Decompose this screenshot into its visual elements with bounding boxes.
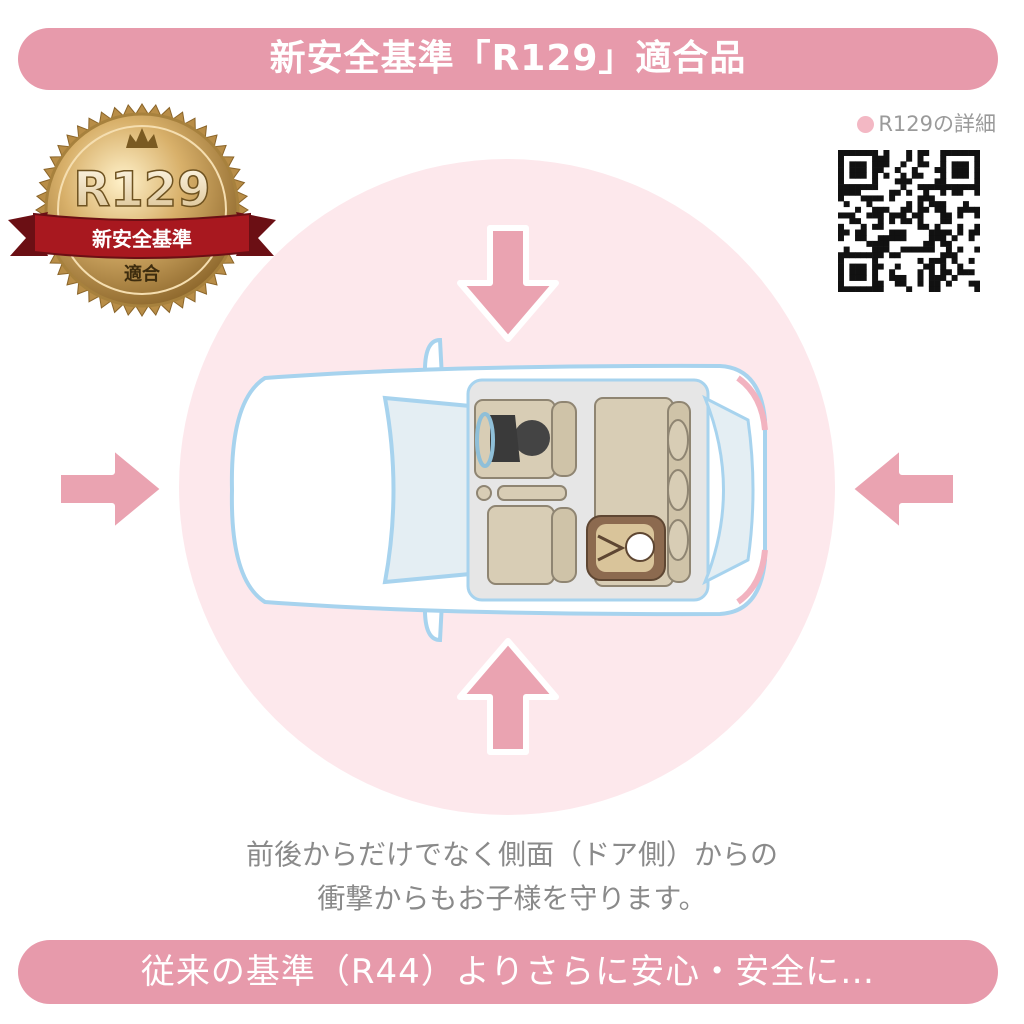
bottom-banner: 従来の基準（R44）よりさらに安心・安全に…	[18, 940, 998, 1004]
bullet-dot-icon	[857, 116, 875, 133]
caption: 前後からだけでなく側面（ドア側）からの 衝撃からもお子様を守ります。	[0, 833, 1024, 921]
caption-line-1: 前後からだけでなく側面（ドア側）からの	[245, 838, 778, 871]
r129-badge: R129 新安全基準 適合	[8, 103, 276, 317]
arrow-right-icon	[55, 443, 167, 535]
badge-sub-text: 適合	[124, 263, 161, 285]
child-icon	[625, 532, 655, 562]
qr-label: R129の詳細	[857, 108, 996, 138]
top-banner: 新安全基準「R129」適合品	[18, 28, 998, 90]
arrow-down-icon	[457, 225, 559, 342]
qr-label-text: R129の詳細	[878, 112, 996, 136]
car-top-view	[229, 337, 768, 643]
caption-line-2: 衝撃からもお子様を守ります。	[317, 882, 707, 915]
arrow-up-icon	[457, 638, 559, 755]
arrow-left-icon	[847, 443, 959, 535]
bottom-banner-text: 従来の基準（R44）よりさらに安心・安全に…	[140, 952, 876, 992]
badge-title: R129	[73, 162, 210, 218]
badge-ribbon-text: 新安全基準	[92, 227, 192, 251]
qr-code-icon[interactable]	[838, 150, 980, 292]
top-banner-text: 新安全基準「R129」適合品	[269, 38, 747, 79]
crown-icon	[126, 128, 158, 148]
